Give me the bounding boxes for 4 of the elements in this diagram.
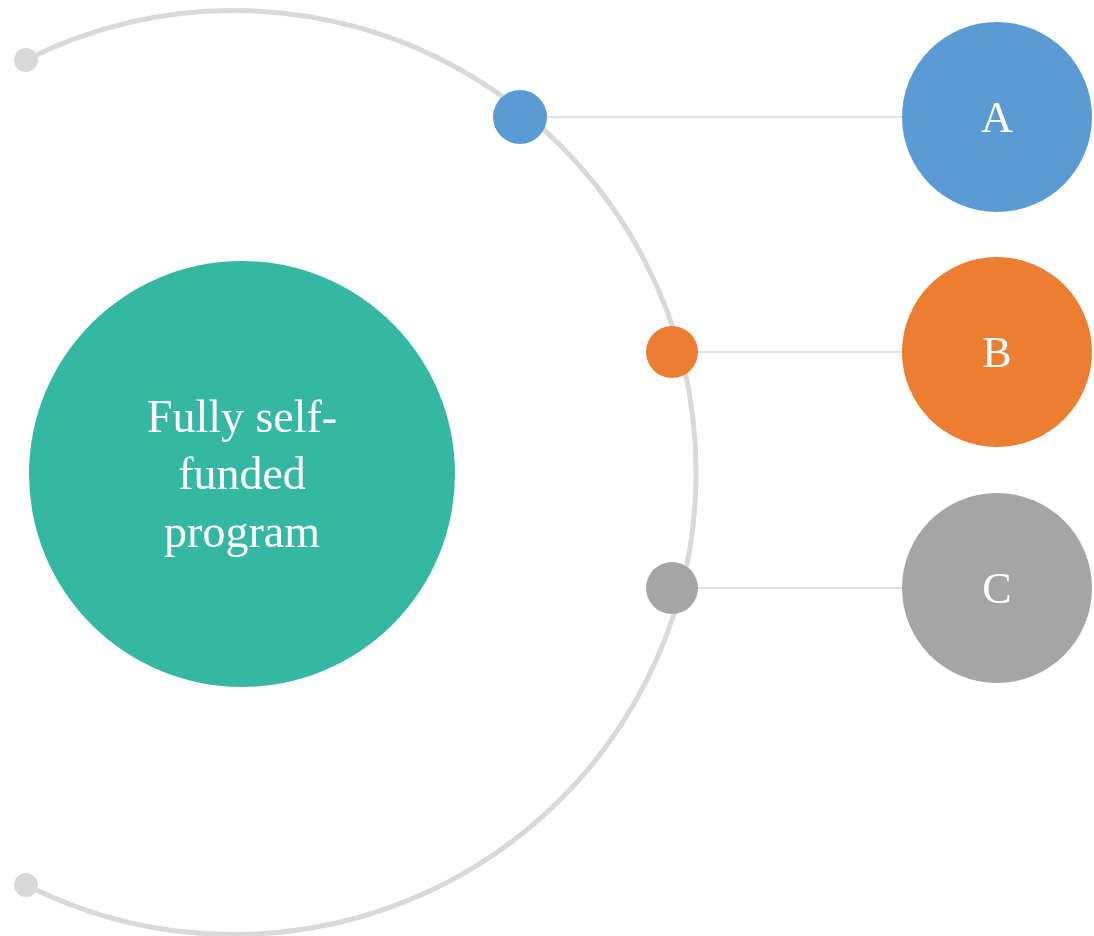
node-label: B	[982, 326, 1012, 379]
node-label: A	[981, 91, 1013, 144]
node-label: C	[982, 562, 1012, 615]
node-label: Fully self-funded program	[145, 389, 339, 559]
